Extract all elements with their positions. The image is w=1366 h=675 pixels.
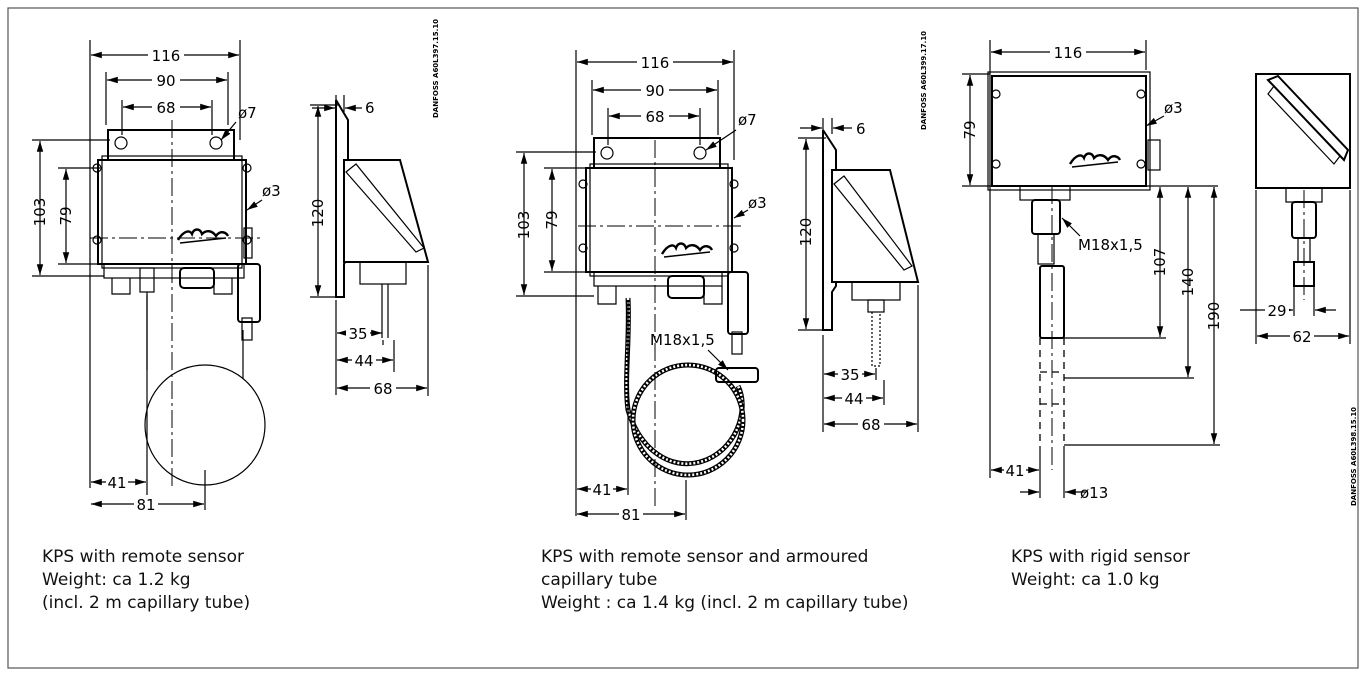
drawing-code: DANFOSS A60L397.15.10: [432, 19, 440, 118]
dim-140: 140: [1179, 268, 1197, 297]
dim-screw-dia: ø3: [748, 194, 767, 212]
side-dim-44: 44: [354, 352, 373, 370]
caption-line: KPS with remote sensor and armoured: [541, 547, 869, 567]
caption-rigid-sensor: KPS with rigid sensor Weight: ca 1.0 kg: [1011, 546, 1190, 592]
thread-label: M18x1,5: [650, 331, 715, 349]
dim-sensor-dia: ø13: [1080, 484, 1108, 502]
dim-41: 41: [107, 474, 126, 492]
dim-116: 116: [641, 54, 670, 72]
side-dim-120: 120: [309, 199, 327, 228]
caption-line: capillary tube: [541, 570, 658, 590]
drawing-code: DANFOSS A60L399.17.10: [920, 31, 928, 130]
dim-107: 107: [1151, 248, 1169, 277]
side-dim-6: 6: [365, 99, 375, 117]
mounting-hole: [114, 136, 128, 150]
caption-line: Weight: ca 1.0 kg: [1011, 570, 1160, 590]
capillary-coil: [144, 364, 266, 486]
view-rigid-sensor: M18x1,5 116 79 ø3 107 140 190 41 ø13: [961, 40, 1358, 506]
cable-gland: [667, 275, 705, 299]
dim-103: 103: [31, 198, 49, 227]
caption-line: KPS with rigid sensor: [1011, 547, 1190, 567]
sheet-border: [7, 7, 1359, 669]
dim-hole-dia: ø7: [238, 104, 257, 122]
dim-hole-dia: ø7: [738, 111, 757, 129]
drawing-code: DANFOSS A60L398.15.10: [1350, 407, 1358, 506]
sensor-flange: [715, 367, 759, 383]
housing-front: [585, 167, 733, 273]
side-dim-6: 6: [856, 120, 866, 138]
view-armoured-capillary: M18x1,5 116 90 68 ø7 103 79 ø3 41: [515, 31, 928, 524]
caption-line: KPS with remote sensor: [42, 547, 244, 567]
side-dim-68: 68: [861, 416, 880, 434]
caption-line: Weight : ca 1.4 kg (incl. 2 m capillary …: [541, 593, 909, 613]
remote-sensor-bulb: [237, 263, 261, 323]
dim-79: 79: [961, 120, 979, 139]
side-housing: [343, 159, 430, 263]
remote-sensor-bulb: [727, 271, 749, 335]
dim-41: 41: [1005, 462, 1024, 480]
side-dim-62: 62: [1292, 328, 1311, 346]
dim-81: 81: [136, 496, 155, 514]
dim-116: 116: [1054, 44, 1083, 62]
dim-screw-dia: ø3: [262, 182, 281, 200]
side-dim-68: 68: [373, 380, 392, 398]
dim-68: 68: [156, 99, 175, 117]
housing-front: [991, 75, 1147, 187]
caption-line: Weight: ca 1.2 kg: [42, 570, 191, 590]
dim-79: 79: [543, 210, 561, 229]
side-dim-44: 44: [844, 390, 863, 408]
view-remote-sensor: 116 90 68 ø7 103 79 ø3 41 81: [31, 19, 440, 514]
mounting-hole: [209, 136, 223, 150]
dim-90: 90: [645, 82, 664, 100]
caption-line: (incl. 2 m capillary tube): [42, 593, 251, 613]
side-dim-29: 29: [1267, 302, 1286, 320]
dim-103: 103: [515, 211, 533, 240]
caption-remote-sensor: KPS with remote sensor Weight: ca 1.2 kg…: [42, 546, 250, 615]
caption-armoured-capillary: KPS with remote sensor and armoured capi…: [541, 546, 909, 615]
dim-41: 41: [592, 481, 611, 499]
dim-68: 68: [645, 108, 664, 126]
dim-screw-dia: ø3: [1164, 99, 1183, 117]
side-housing: [831, 169, 920, 283]
dim-90: 90: [156, 72, 175, 90]
side-dim-120: 120: [797, 218, 815, 247]
side-dim-35: 35: [840, 366, 859, 384]
dim-190: 190: [1205, 302, 1223, 331]
dim-79: 79: [57, 206, 75, 225]
thread-label: M18x1,5: [1078, 236, 1143, 254]
dim-116: 116: [152, 47, 181, 65]
dim-81: 81: [621, 506, 640, 524]
side-dim-35: 35: [348, 325, 367, 343]
sensor-fitting: [1031, 199, 1061, 235]
